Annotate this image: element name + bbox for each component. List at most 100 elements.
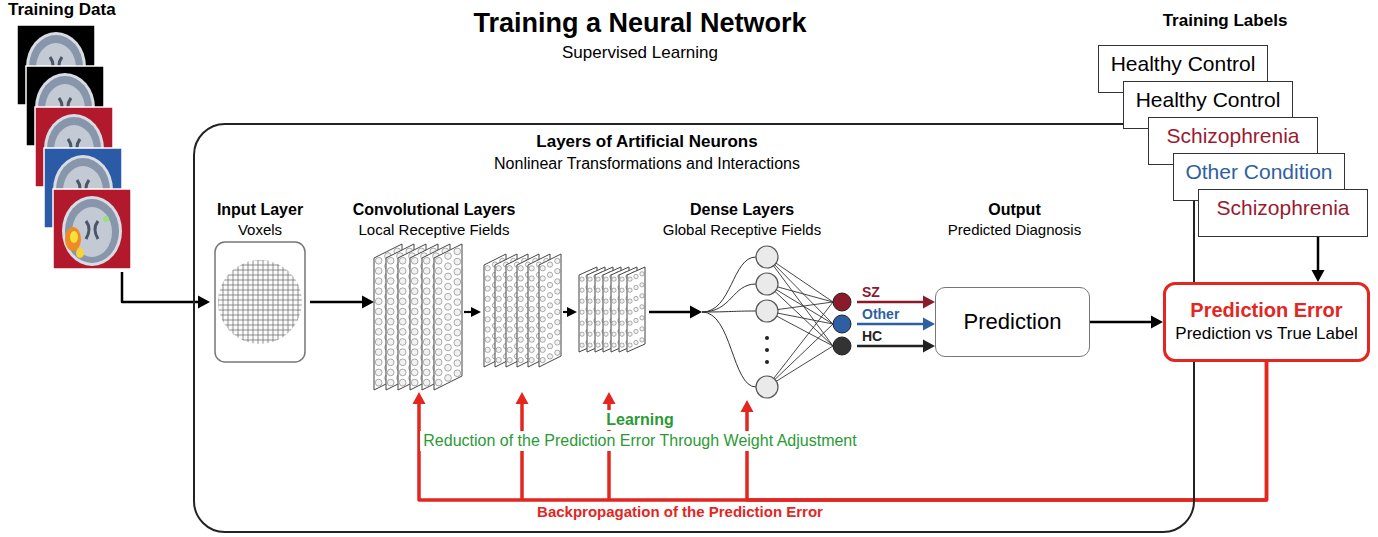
grid-line — [216, 330, 304, 331]
unit — [604, 299, 608, 303]
grid-line — [216, 270, 304, 271]
unit — [628, 310, 632, 314]
unit — [588, 310, 592, 314]
output-neuron — [833, 293, 851, 311]
unit — [387, 268, 394, 275]
prediction-box: Prediction — [935, 287, 1090, 357]
grid-ground — [218, 260, 302, 344]
grid-line — [216, 285, 304, 286]
unit — [634, 274, 638, 278]
panel-heading: Layers of Artificial Neurons — [347, 131, 947, 153]
grid-line — [253, 258, 254, 346]
unit — [640, 327, 644, 331]
unit — [518, 296, 523, 301]
unit — [387, 257, 394, 264]
unit — [454, 370, 461, 377]
unit — [596, 277, 600, 281]
neuron — [756, 246, 778, 268]
grid-line — [273, 258, 274, 346]
unit — [485, 276, 490, 281]
unit — [547, 333, 552, 338]
layer-arrow — [464, 307, 481, 317]
diagram-title: Training a Neural Network — [473, 6, 806, 40]
unit — [555, 330, 560, 335]
grid-line — [216, 305, 304, 306]
unit — [518, 276, 523, 281]
grid-line — [278, 258, 279, 346]
unit — [496, 306, 501, 311]
unit — [507, 327, 512, 332]
unit — [485, 266, 490, 271]
connector — [122, 272, 210, 309]
unit — [507, 347, 512, 352]
feature-map-stack — [374, 244, 462, 390]
unit — [411, 349, 418, 356]
unit — [485, 357, 490, 362]
unit — [518, 266, 523, 271]
layer-subtitle: Local Receptive Fields — [334, 220, 534, 240]
unit — [375, 288, 382, 295]
unit — [507, 266, 512, 271]
label-holder: Reduction of the Prediction Error Throug… — [340, 431, 940, 451]
grid-line — [216, 310, 304, 311]
unit — [485, 296, 490, 301]
unit — [423, 278, 430, 285]
heading-holder: Dense LayersGlobal Receptive Fields — [642, 200, 842, 240]
unit — [423, 328, 430, 335]
unit — [540, 357, 545, 362]
unit — [547, 293, 552, 298]
unit — [547, 282, 552, 287]
unit — [399, 288, 406, 295]
activation — [70, 231, 78, 243]
grid-line — [298, 258, 299, 346]
unit — [387, 379, 394, 386]
unit — [596, 343, 600, 347]
unit — [375, 369, 382, 376]
unit — [435, 257, 442, 264]
unit — [423, 369, 430, 376]
label-card-text: Healthy Control — [1111, 51, 1256, 77]
unit — [588, 321, 592, 325]
unit — [596, 321, 600, 325]
unit — [454, 309, 461, 316]
unit — [604, 310, 608, 314]
unit — [387, 349, 394, 356]
node-heading: Training Data — [8, 0, 116, 20]
fan-line — [702, 257, 756, 312]
grid-line — [233, 258, 234, 346]
unit — [454, 258, 461, 265]
unit — [612, 343, 616, 347]
label-card-text: Other Condition — [1185, 159, 1332, 185]
unit — [529, 266, 534, 271]
label-card-text: Healthy Control — [1136, 87, 1281, 113]
unit — [547, 313, 552, 318]
unit — [387, 369, 394, 376]
weight-line — [767, 324, 833, 387]
unit — [540, 347, 545, 352]
layer-subtitle: Predicted Diagnosis — [927, 220, 1102, 240]
unit — [540, 296, 545, 301]
grid-line — [283, 258, 284, 346]
unit — [634, 307, 638, 311]
unit — [612, 321, 616, 325]
grid-line — [248, 258, 249, 346]
layer-arrow-head — [471, 307, 481, 317]
unit — [547, 303, 552, 308]
heading-holder: Input LayerVoxels — [190, 200, 330, 240]
section-heading: Training Labels — [1163, 10, 1288, 32]
unit — [485, 327, 490, 332]
unit — [588, 332, 592, 336]
unit — [518, 337, 523, 342]
unit — [411, 379, 418, 386]
grid-line — [293, 258, 294, 346]
unit — [529, 337, 534, 342]
class-label: SZ — [862, 284, 880, 300]
unit — [423, 349, 430, 356]
unit — [496, 327, 501, 332]
grid-line — [216, 315, 304, 316]
unit — [540, 276, 545, 281]
unit — [620, 321, 624, 325]
unit — [399, 278, 406, 285]
learning-note: Reduction of the Prediction Error Throug… — [420, 431, 859, 451]
